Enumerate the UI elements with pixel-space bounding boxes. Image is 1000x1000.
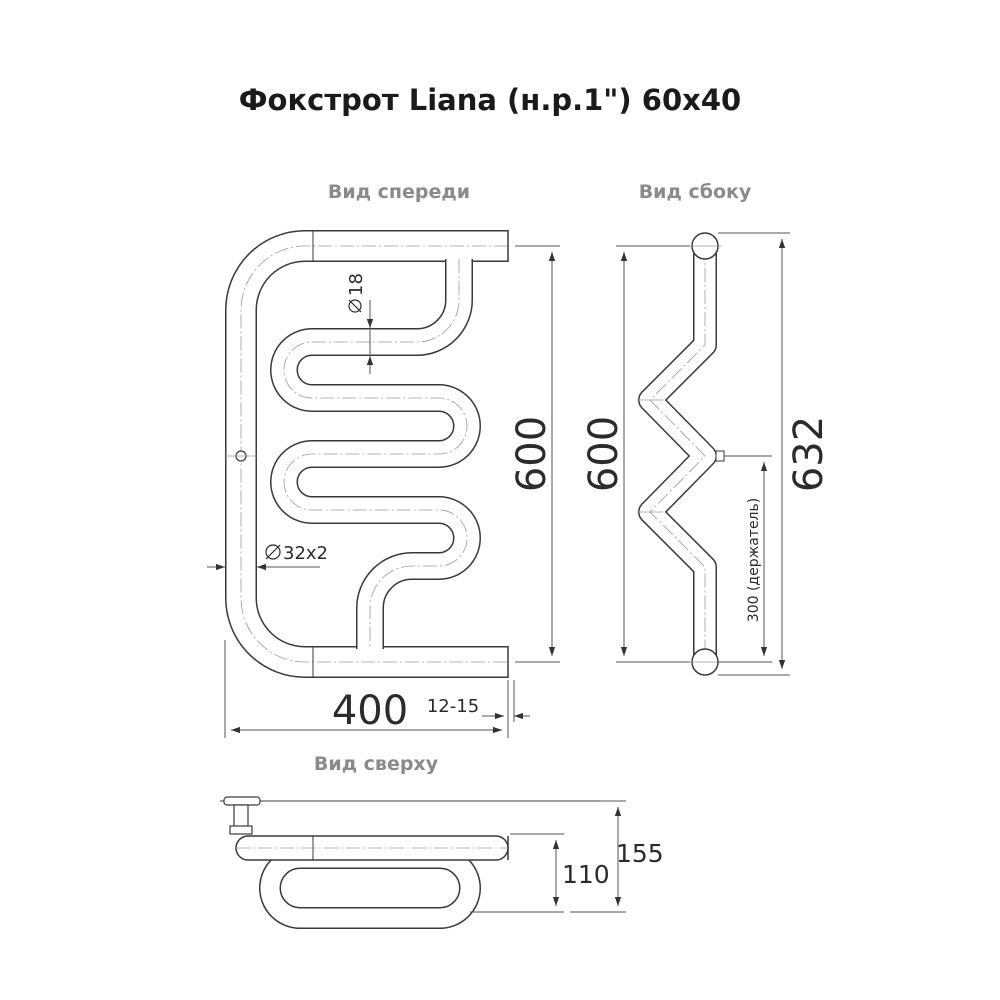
side-height-label: 600: [581, 416, 627, 492]
side-view-label: Вид сбоку: [639, 181, 752, 203]
holder-spacing-label: 300 (держатель): [746, 498, 762, 622]
top-view-label: Вид сверху: [314, 753, 439, 775]
wall-gap-label: 12-15: [427, 696, 479, 717]
front-height-label: 600: [509, 416, 555, 492]
pipe-diameter-label: 32x2: [283, 543, 328, 564]
top-total-depth-label: 155: [616, 839, 664, 868]
drawing-title: Фокстрот Liana (н.р.1") 60x40: [239, 83, 741, 117]
side-pipe-inner: [639, 246, 716, 662]
side-view: 600 300 (держатель) 632: [581, 232, 832, 676]
front-view-label: Вид спереди: [328, 181, 470, 203]
total-height-label: 632: [786, 416, 832, 492]
wall-flange: [223, 796, 261, 806]
top-view: 110 155: [220, 796, 664, 929]
front-view: 18 32x2 600 400 12-15: [207, 230, 560, 738]
front-width-label: 400: [332, 688, 408, 734]
top-loop-pipe-inner: [260, 848, 480, 928]
inner-diameter-label: 18: [346, 273, 367, 296]
holder-stub: [715, 450, 725, 462]
top-depth-label: 110: [562, 860, 610, 889]
